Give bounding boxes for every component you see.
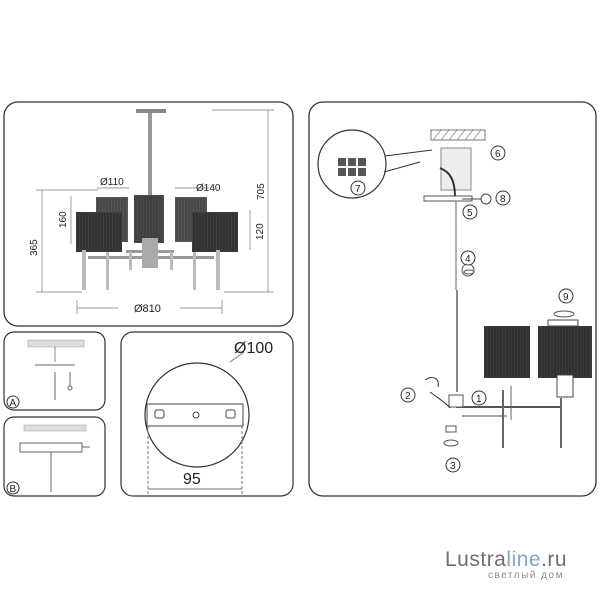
step-1-label: 1	[476, 394, 482, 405]
dim-d110-label: Ø110	[100, 177, 124, 188]
dim-d100-label: Ø100	[234, 340, 273, 357]
screw-icon	[462, 193, 492, 205]
step-9-label: 9	[563, 292, 569, 303]
panel-assembly: 1 2 3 4 5 6 7 8 9	[308, 101, 597, 497]
watermark-part3: .ru	[541, 548, 568, 571]
panel-b: B	[3, 416, 106, 497]
watermark-part2: line	[506, 548, 542, 571]
step-6-label: 6	[495, 149, 501, 160]
panel-mounting-plate: Ø100 95	[120, 331, 294, 497]
watermark-part1: Lustra	[445, 548, 507, 571]
step-3-label: 3	[450, 461, 456, 472]
dim-365-label: 365	[29, 239, 40, 256]
step-8-label: 8	[500, 194, 506, 205]
panel-b-label: B	[10, 484, 17, 495]
dim-120-label: 120	[255, 223, 266, 240]
dim-d810-label: Ø810	[134, 303, 161, 315]
step-4-label: 4	[465, 254, 471, 265]
dim-d140-label: Ø140	[196, 183, 221, 194]
step-2-label: 2	[405, 391, 411, 402]
step-5-label: 5	[467, 208, 473, 219]
wire-connector-block	[338, 158, 366, 176]
watermark-logo: Lustraline.ru	[445, 548, 567, 572]
dim-160-label: 160	[58, 211, 69, 228]
panel-a: A	[3, 331, 106, 411]
dim-705-label: 705	[256, 183, 267, 200]
panel-a-label: A	[10, 398, 17, 409]
dim-95-label: 95	[183, 471, 201, 488]
step-7-label: 7	[355, 184, 361, 195]
watermark-tagline: светлый дом	[488, 570, 564, 581]
panel-main-dimensions: Ø110 Ø140 160 705 365 120 Ø810	[3, 101, 294, 327]
